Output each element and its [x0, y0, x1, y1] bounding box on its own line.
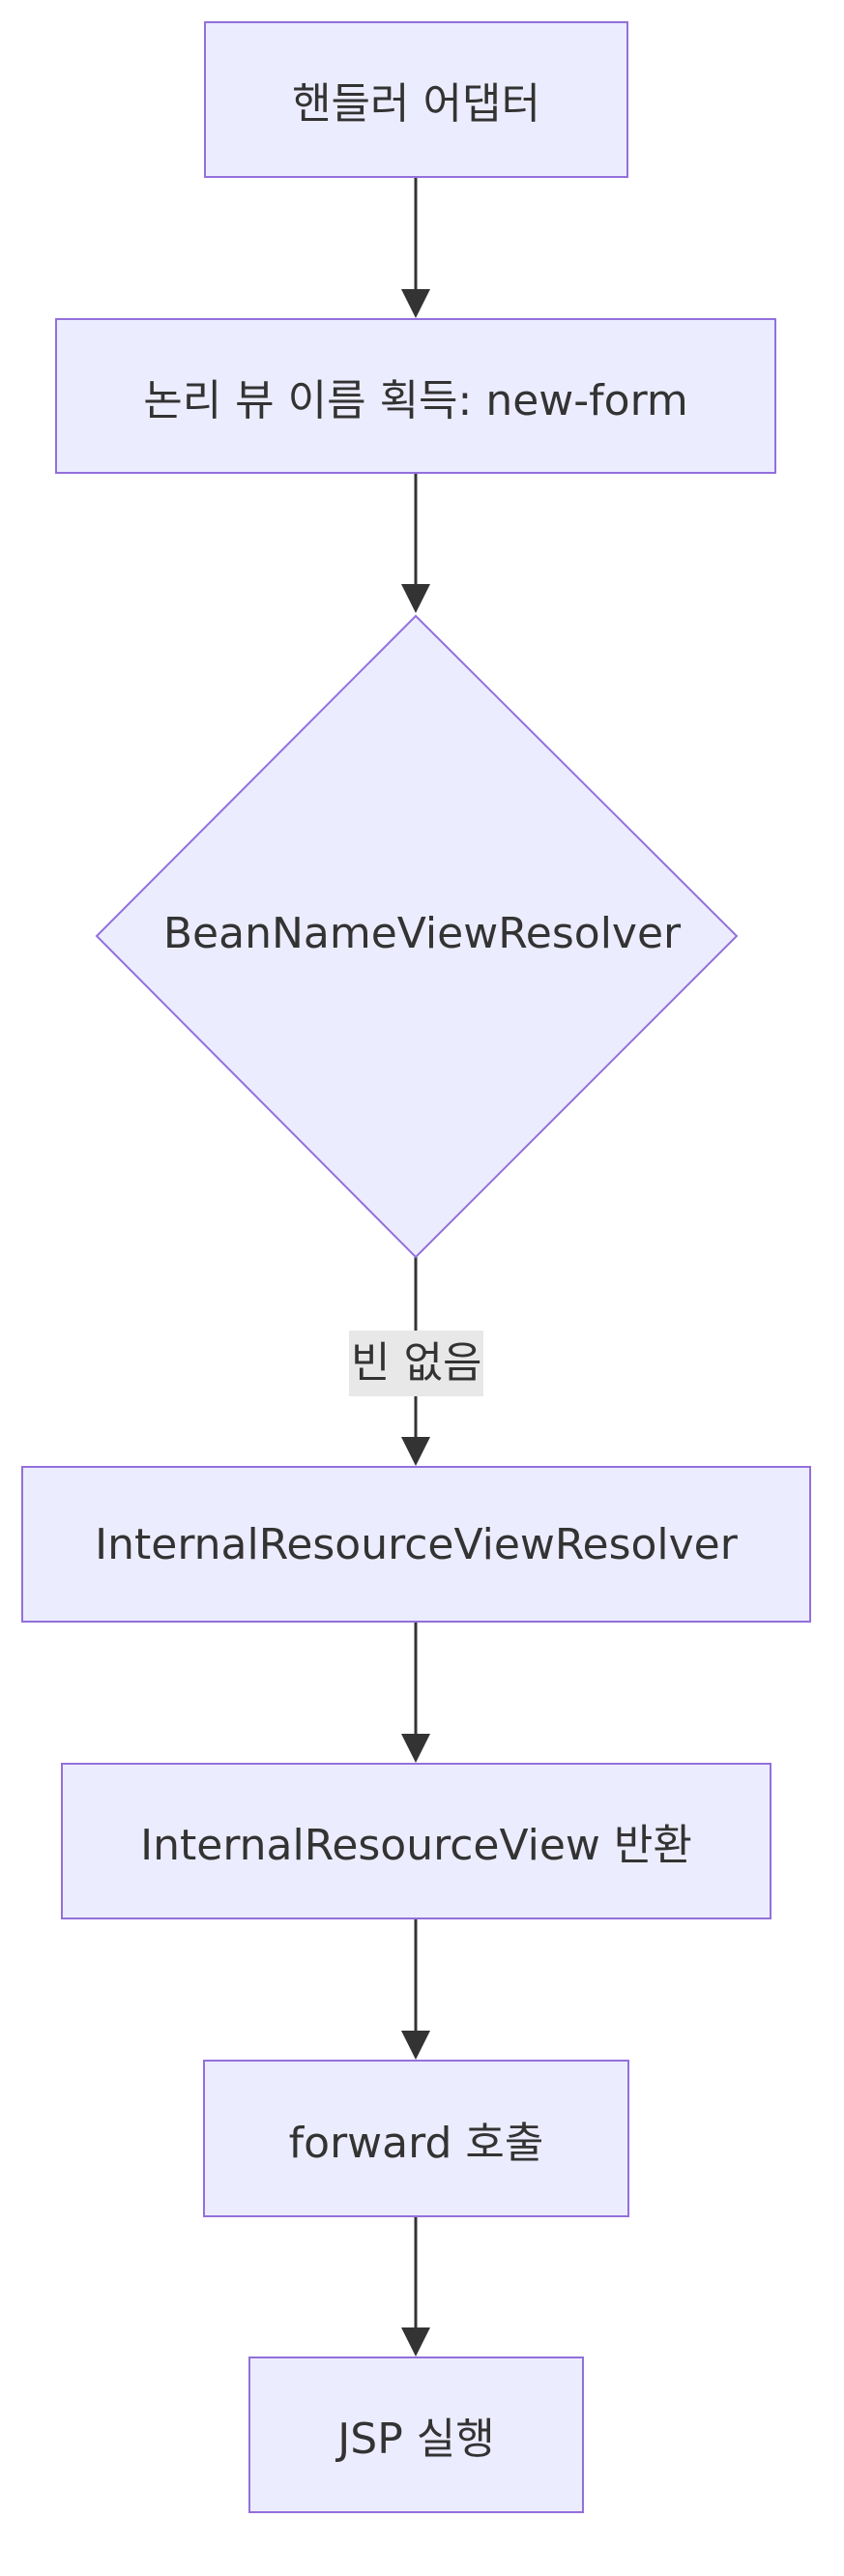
- node-internal-resource-view-resolver-label: InternalResourceViewResolver: [95, 1519, 738, 1569]
- node-get-logical-view-name-label: 논리 뷰 이름 획득: new-form: [143, 375, 688, 425]
- node-bean-name-view-resolver: BeanNameViewResolver: [0, 899, 844, 967]
- node-return-internal-resource-view-label: InternalResourceView 반환: [140, 1821, 692, 1870]
- node-jsp-execute-label: JSP 실행: [337, 2415, 495, 2464]
- node-internal-resource-view-resolver: InternalResourceViewResolver: [21, 1466, 811, 1623]
- node-handler-adapter: 핸들러 어댑터: [204, 21, 628, 178]
- node-forward-call-label: forward 호출: [288, 2118, 544, 2168]
- node-bean-name-view-resolver-label: BeanNameViewResolver: [162, 908, 682, 958]
- node-handler-adapter-label: 핸들러 어댑터: [292, 79, 540, 129]
- edge-label-no-bean: 빈 없음: [349, 1331, 484, 1396]
- node-get-logical-view-name: 논리 뷰 이름 획득: new-form: [55, 318, 776, 474]
- decision-diamond: [95, 614, 739, 1259]
- node-forward-call: forward 호출: [203, 2060, 629, 2217]
- node-jsp-execute: JSP 실행: [248, 2356, 584, 2513]
- node-return-internal-resource-view: InternalResourceView 반환: [61, 1763, 771, 1919]
